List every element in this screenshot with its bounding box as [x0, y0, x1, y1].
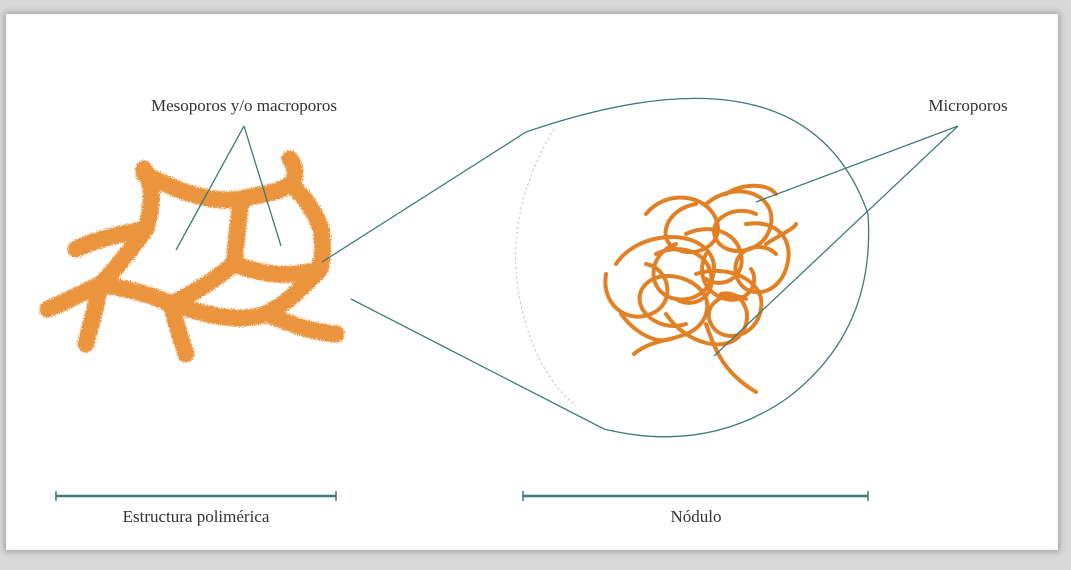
- scale-bar-polymer: [56, 491, 336, 501]
- figure-frame: Mesoporos y/o macroporos Microporos Estr…: [6, 14, 1058, 550]
- polymer-structure-label: Estructura polimérica: [123, 507, 270, 526]
- polymer-network: [48, 159, 336, 354]
- scale-bar-nodule: [523, 491, 868, 501]
- micropores-label: Microporos: [928, 96, 1007, 115]
- micropores-leaders: [714, 126, 958, 356]
- porous-structure-diagram: Mesoporos y/o macroporos Microporos Estr…: [6, 14, 1071, 570]
- nodule-inner-circle: [516, 129, 576, 406]
- nodule-label: Nódulo: [671, 507, 722, 526]
- micropore-leader-2: [714, 126, 958, 356]
- mesopores-label: Mesoporos y/o macroporos: [151, 96, 337, 115]
- micropore-leader-1: [756, 126, 958, 202]
- nodule-tangle: [605, 186, 796, 392]
